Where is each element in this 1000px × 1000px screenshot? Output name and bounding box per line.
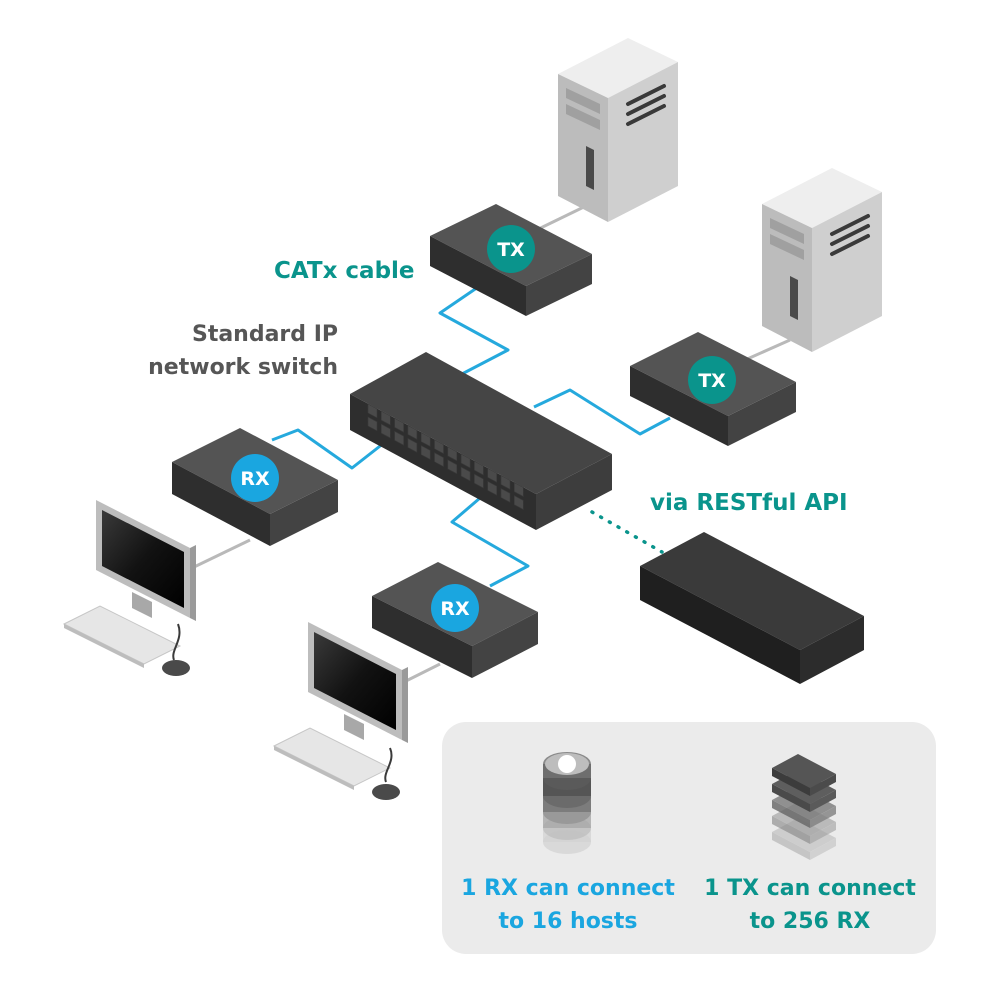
host-pc-right-icon [762, 168, 882, 352]
catx-cables [271, 281, 671, 588]
switch-port [434, 452, 444, 468]
switch-port [460, 453, 471, 469]
switch-port [487, 480, 498, 496]
network-switch-device [350, 352, 612, 530]
switch-ports [367, 403, 524, 510]
switch-label-line2: network switch [148, 355, 338, 380]
monitor-bottom-screen [314, 632, 396, 730]
restful-api-label: via RESTful API [650, 490, 848, 516]
host-link-right [744, 338, 791, 362]
switch-port [380, 423, 391, 439]
rx-info-text: 1 RX can connect to 16 hosts [452, 872, 684, 938]
workstation-bottom-icon [272, 622, 408, 800]
mouse-left [162, 660, 190, 676]
tx-info-text: 1 TX can connect to 256 RX [690, 872, 930, 938]
switch-port [513, 482, 524, 497]
switch-port [367, 403, 378, 419]
switch-label: Standard IP network switch [148, 318, 338, 384]
cable-tx-right [533, 388, 671, 436]
tx-top-badge [487, 225, 535, 273]
stacked-tx-icon [772, 754, 836, 860]
host-pc-top-icon [558, 38, 678, 222]
rx-info-line2: to 16 hosts [498, 909, 638, 934]
cable-rx-left [271, 428, 399, 470]
switch-port [420, 432, 431, 447]
switch-port [474, 473, 484, 489]
switch-port [460, 466, 471, 482]
rx-bottom-badge [431, 584, 479, 632]
switch-port [394, 430, 404, 446]
tx-info-line2: to 256 RX [749, 909, 871, 934]
monitor-link-left [191, 538, 251, 570]
switch-port [407, 437, 418, 453]
rx-left-label: RX [240, 468, 270, 490]
switch-port [407, 424, 418, 440]
tx-right-badge [688, 356, 736, 404]
rx-bottom-device: RX [372, 562, 538, 678]
rx-left-device: RX [172, 428, 338, 546]
catx-cable-label: CATx cable [274, 258, 415, 284]
switch-port [434, 439, 444, 455]
switch-port [447, 446, 458, 462]
switch-port [367, 416, 378, 432]
rx-info-line1: 1 RX can connect [461, 876, 675, 901]
switch-port [447, 459, 458, 475]
stacked-rx-icon [543, 752, 591, 854]
tx-right-label: TX [698, 370, 726, 392]
tx-info-line1: 1 TX can connect [704, 876, 916, 901]
switch-port [394, 417, 404, 433]
management-device [640, 532, 864, 684]
switch-port [500, 488, 511, 503]
switch-label-line1: Standard IP [191, 322, 338, 347]
api-dotted-link [590, 510, 664, 554]
tx-top-label: TX [497, 239, 525, 261]
tx-top-device: TX [430, 204, 592, 316]
workstation-left-icon [62, 500, 196, 676]
tx-right-device: TX [630, 332, 796, 446]
cable-tx-top [438, 281, 510, 377]
switch-port [487, 467, 498, 483]
mouse-bottom [372, 784, 400, 800]
monitor-left-screen [102, 510, 184, 608]
switch-port [380, 410, 391, 426]
switch-port [500, 475, 511, 490]
switch-port [420, 445, 431, 460]
switch-port [474, 460, 484, 476]
rx-bottom-label: RX [440, 598, 470, 620]
rx-left-badge [231, 454, 279, 502]
cable-rx-bottom [450, 496, 530, 588]
switch-port [513, 495, 524, 510]
